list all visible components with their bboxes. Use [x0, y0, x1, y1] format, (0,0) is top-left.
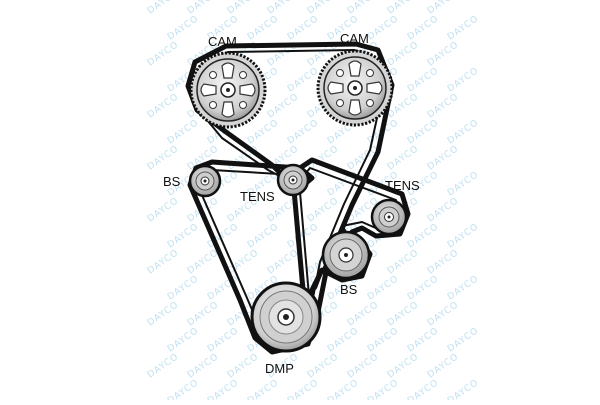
label-cam-right: CAM: [340, 31, 369, 46]
svg-text:DAYCO: DAYCO: [186, 0, 221, 16]
svg-text:DAYCO: DAYCO: [386, 144, 421, 173]
svg-text:DAYCO: DAYCO: [446, 274, 481, 303]
svg-text:DAYCO: DAYCO: [166, 14, 201, 43]
svg-text:DAYCO: DAYCO: [426, 144, 461, 173]
label-bs-upper: BS: [163, 174, 181, 189]
svg-text:DAYCO: DAYCO: [446, 326, 481, 355]
svg-text:DAYCO: DAYCO: [246, 222, 281, 251]
svg-text:DAYCO: DAYCO: [146, 300, 181, 329]
label-bs-lower: BS: [340, 282, 358, 297]
svg-text:DAYCO: DAYCO: [426, 248, 461, 277]
svg-text:DAYCO: DAYCO: [446, 14, 481, 43]
svg-text:DAYCO: DAYCO: [226, 0, 261, 16]
svg-text:DAYCO: DAYCO: [406, 222, 441, 251]
svg-text:DAYCO: DAYCO: [266, 248, 301, 277]
svg-text:DAYCO: DAYCO: [246, 378, 281, 400]
tensioner-pulley-right: [370, 198, 408, 236]
label-dmp: DMP: [265, 361, 294, 376]
svg-text:DAYCO: DAYCO: [346, 0, 381, 16]
svg-text:DAYCO: DAYCO: [406, 118, 441, 147]
svg-text:DAYCO: DAYCO: [286, 118, 321, 147]
svg-text:DAYCO: DAYCO: [446, 378, 481, 400]
svg-text:DAYCO: DAYCO: [366, 14, 401, 43]
svg-text:DAYCO: DAYCO: [406, 14, 441, 43]
svg-text:DAYCO: DAYCO: [166, 118, 201, 147]
svg-text:DAYCO: DAYCO: [206, 326, 241, 355]
svg-text:DAYCO: DAYCO: [246, 118, 281, 147]
label-cam-left: CAM: [208, 34, 237, 49]
svg-text:DAYCO: DAYCO: [146, 248, 181, 277]
svg-text:DAYCO: DAYCO: [166, 274, 201, 303]
crankshaft-damper-pulley: [250, 281, 322, 353]
svg-text:DAYCO: DAYCO: [406, 66, 441, 95]
svg-text:DAYCO: DAYCO: [186, 300, 221, 329]
svg-text:DAYCO: DAYCO: [146, 40, 181, 69]
balance-shaft-pulley-upper: [188, 164, 222, 198]
svg-text:DAYCO: DAYCO: [406, 326, 441, 355]
svg-text:DAYCO: DAYCO: [446, 118, 481, 147]
cam-sprocket-right: [316, 49, 394, 127]
svg-text:DAYCO: DAYCO: [406, 274, 441, 303]
svg-text:DAYCO: DAYCO: [386, 300, 421, 329]
svg-text:DAYCO: DAYCO: [366, 326, 401, 355]
svg-text:DAYCO: DAYCO: [366, 378, 401, 400]
svg-text:DAYCO: DAYCO: [306, 0, 341, 16]
svg-text:DAYCO: DAYCO: [146, 144, 181, 173]
svg-text:DAYCO: DAYCO: [306, 196, 341, 225]
svg-text:DAYCO: DAYCO: [226, 352, 261, 381]
svg-text:DAYCO: DAYCO: [166, 378, 201, 400]
svg-text:DAYCO: DAYCO: [166, 222, 201, 251]
svg-text:DAYCO: DAYCO: [326, 378, 361, 400]
svg-text:DAYCO: DAYCO: [426, 92, 461, 121]
svg-text:DAYCO: DAYCO: [446, 66, 481, 95]
svg-text:DAYCO: DAYCO: [306, 352, 341, 381]
cam-sprocket-left: [189, 51, 267, 129]
balance-shaft-pulley-lower: [321, 230, 371, 280]
svg-text:DAYCO: DAYCO: [186, 248, 221, 277]
svg-text:DAYCO: DAYCO: [166, 326, 201, 355]
cam-right-spokes: [327, 60, 383, 116]
svg-text:DAYCO: DAYCO: [386, 248, 421, 277]
svg-text:DAYCO: DAYCO: [146, 352, 181, 381]
svg-text:DAYCO: DAYCO: [186, 352, 221, 381]
svg-text:DAYCO: DAYCO: [446, 170, 481, 199]
svg-text:DAYCO: DAYCO: [206, 378, 241, 400]
svg-text:DAYCO: DAYCO: [446, 222, 481, 251]
svg-text:DAYCO: DAYCO: [286, 66, 321, 95]
svg-text:DAYCO: DAYCO: [426, 352, 461, 381]
svg-text:DAYCO: DAYCO: [406, 378, 441, 400]
cam-right-bolt-holes: [336, 69, 374, 107]
label-tens-upper: TENS: [240, 189, 275, 204]
cam-left-spokes: [200, 62, 256, 118]
svg-text:DAYCO: DAYCO: [226, 144, 261, 173]
svg-text:DAYCO: DAYCO: [386, 352, 421, 381]
svg-text:DAYCO: DAYCO: [146, 92, 181, 121]
label-tens-right: TENS: [385, 178, 420, 193]
svg-text:DAYCO: DAYCO: [266, 0, 301, 16]
svg-text:DAYCO: DAYCO: [266, 92, 301, 121]
svg-text:DAYCO: DAYCO: [286, 378, 321, 400]
svg-text:DAYCO: DAYCO: [246, 14, 281, 43]
svg-text:DAYCO: DAYCO: [346, 352, 381, 381]
svg-text:DAYCO: DAYCO: [346, 300, 381, 329]
svg-text:DAYCO: DAYCO: [146, 0, 181, 16]
svg-text:DAYCO: DAYCO: [426, 300, 461, 329]
svg-text:DAYCO: DAYCO: [286, 14, 321, 43]
tensioner-pulley-upper: [276, 163, 310, 197]
svg-text:DAYCO: DAYCO: [366, 274, 401, 303]
svg-text:DAYCO: DAYCO: [386, 40, 421, 69]
svg-text:DAYCO: DAYCO: [386, 0, 421, 16]
svg-text:DAYCO: DAYCO: [426, 196, 461, 225]
svg-text:DAYCO: DAYCO: [426, 40, 461, 69]
cam-left-bolt-holes: [209, 71, 247, 109]
svg-text:DAYCO: DAYCO: [426, 0, 461, 16]
svg-text:DAYCO: DAYCO: [326, 326, 361, 355]
svg-text:DAYCO: DAYCO: [146, 196, 181, 225]
